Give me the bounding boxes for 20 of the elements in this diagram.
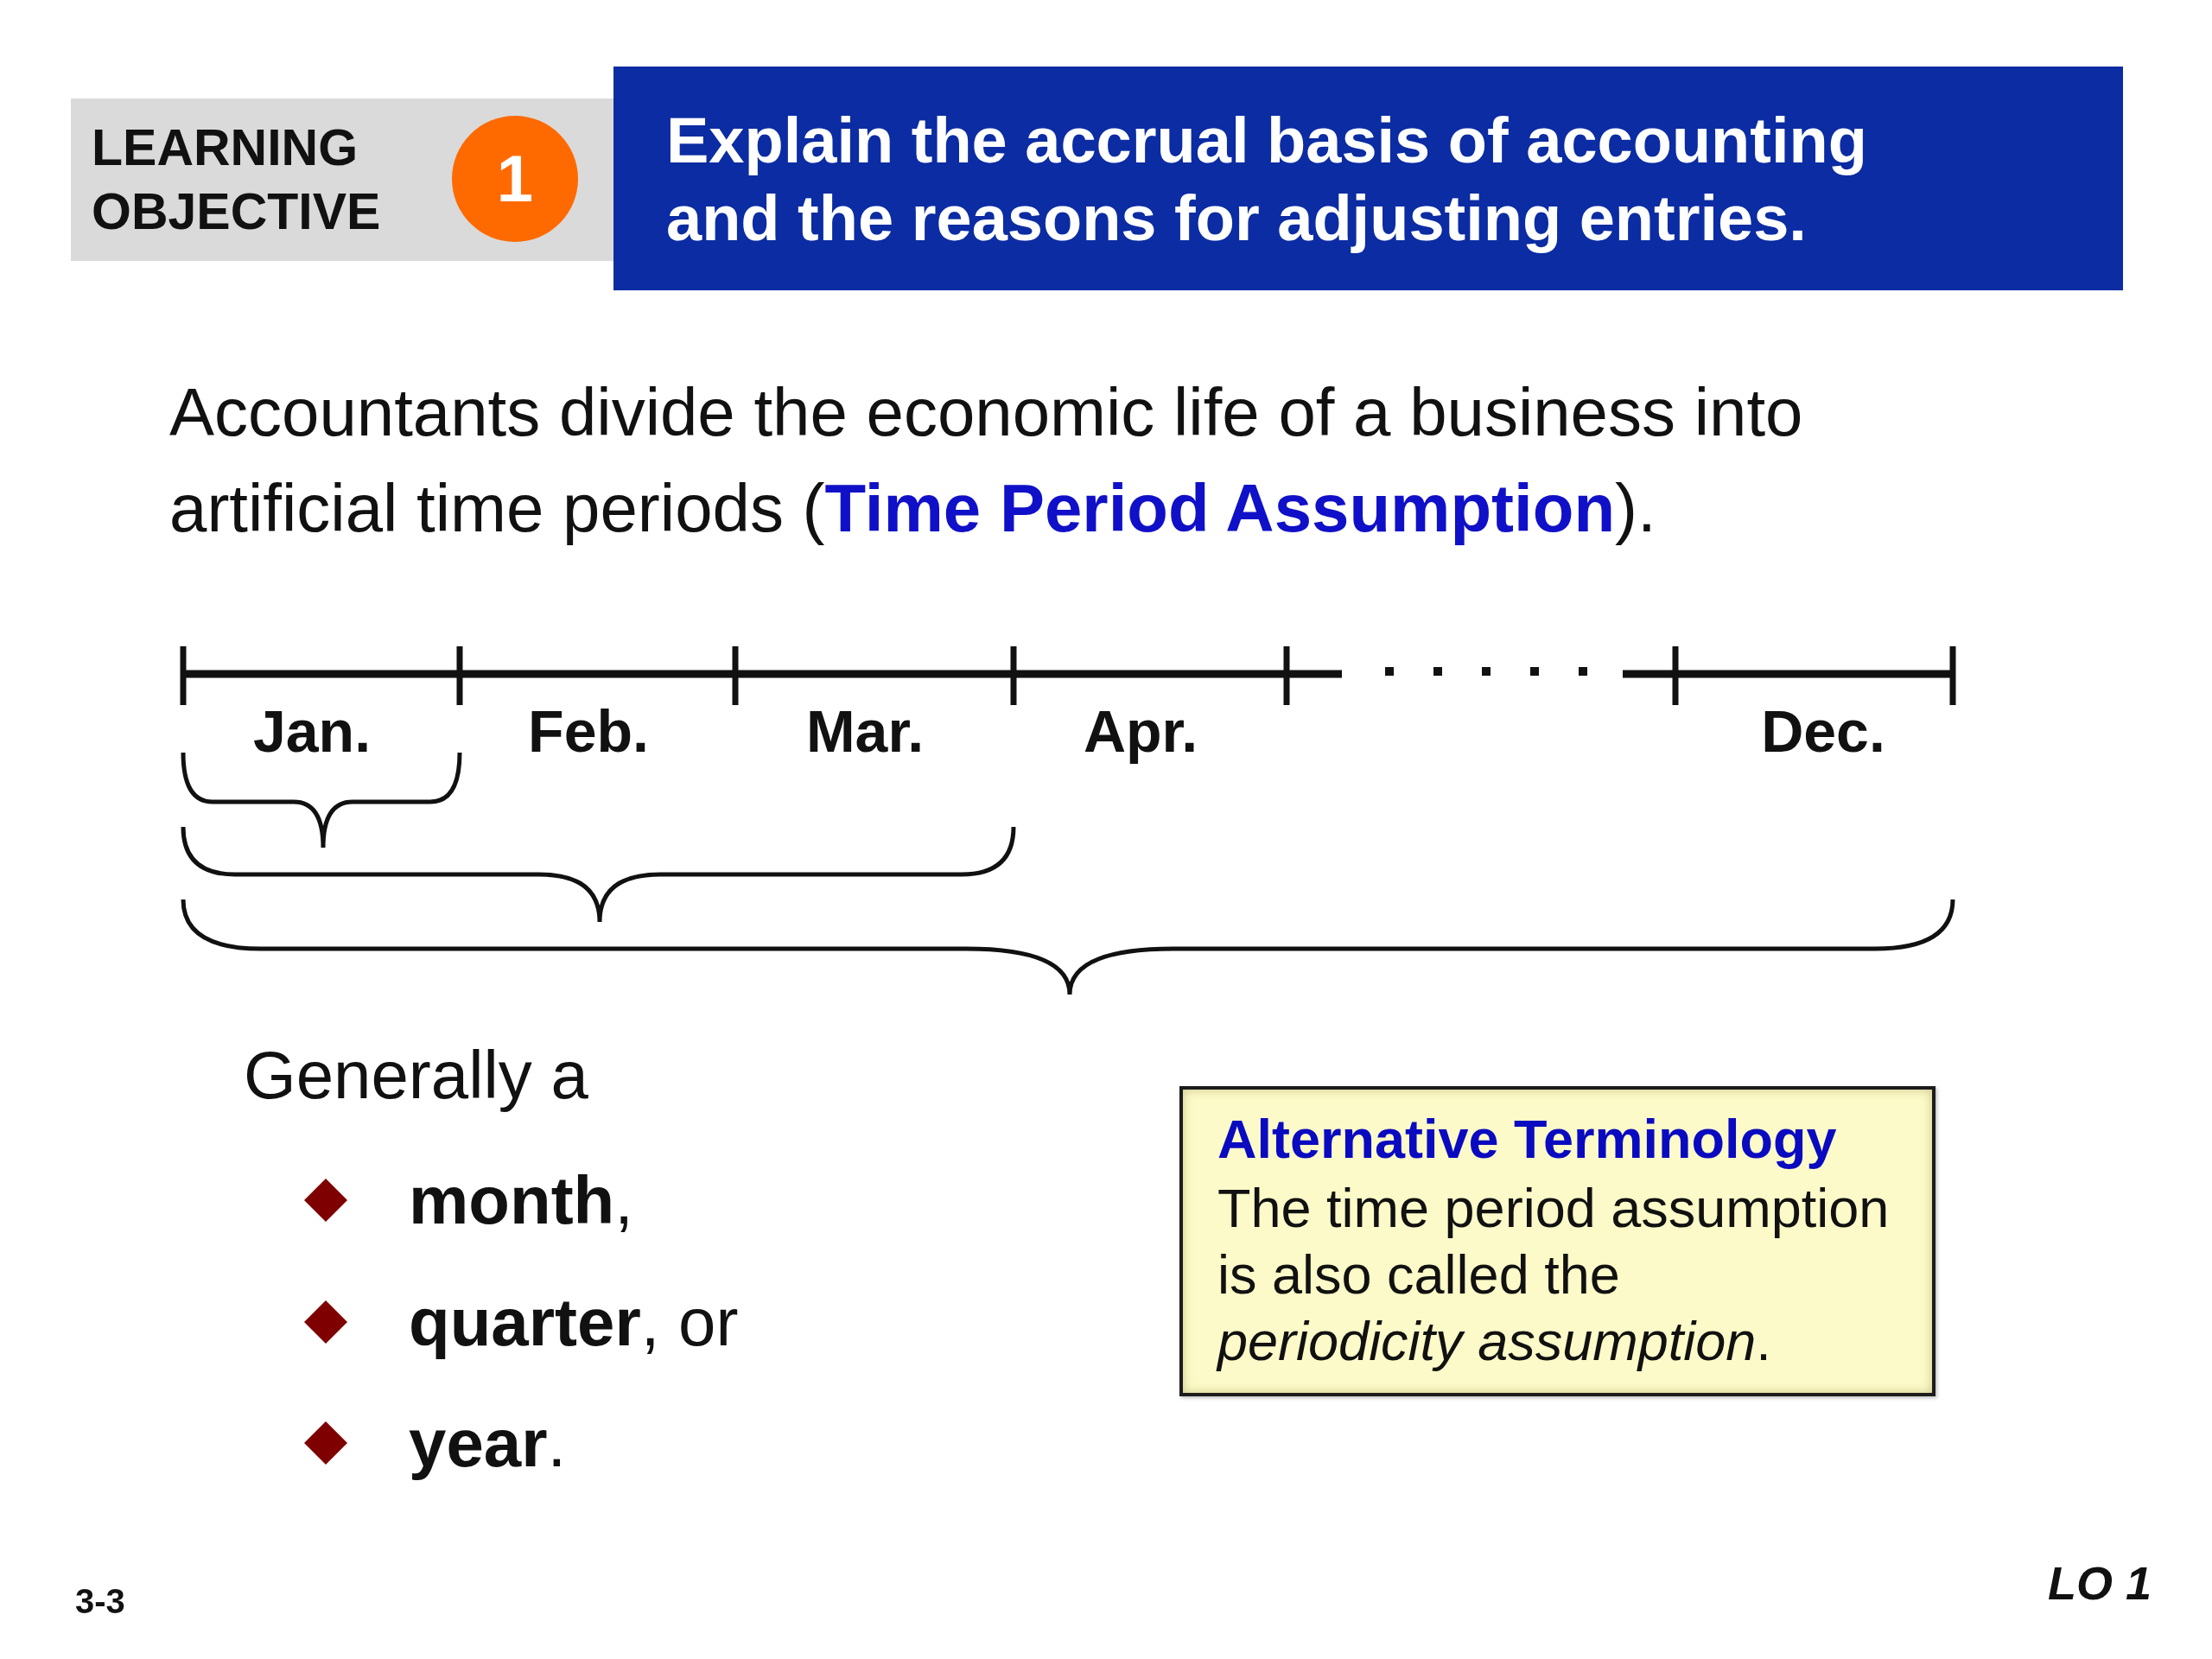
objective-number: 1 [496, 144, 534, 213]
callout-heading: Alternative Terminology [1217, 1108, 1837, 1171]
objective-reference: LO 1 [2047, 1557, 2152, 1609]
objective-band [71, 99, 613, 261]
terminology-callout [1179, 1086, 1936, 1396]
month-label: Mar. [805, 697, 925, 766]
intro-paragraph: Accountants divide the economic life of a business into artificial time periods (Time Period Assumption). [169, 373, 1804, 548]
objective-text: Explain the accrual basis of accounting and the reasons for adjusting entries. [666, 104, 1868, 256]
callout-text: The time period assumption is also called the periodicity assumption. [1217, 1177, 1891, 1373]
bullet-text: year. [409, 1404, 567, 1482]
bullet-text: quarter, or [409, 1283, 739, 1361]
month-label: Jan. [252, 697, 372, 766]
bullet-text: month, [409, 1161, 633, 1239]
month-label: Dec. [1761, 697, 1885, 766]
objective-banner [613, 67, 2123, 290]
month-label: Feb. [528, 697, 649, 766]
slide-number: 3-3 [75, 1582, 125, 1620]
intro-text: Generally a [244, 1036, 588, 1114]
objective-label: LEARNING OBJECTIVE [92, 118, 382, 242]
month-label: Apr. [1083, 697, 1198, 766]
